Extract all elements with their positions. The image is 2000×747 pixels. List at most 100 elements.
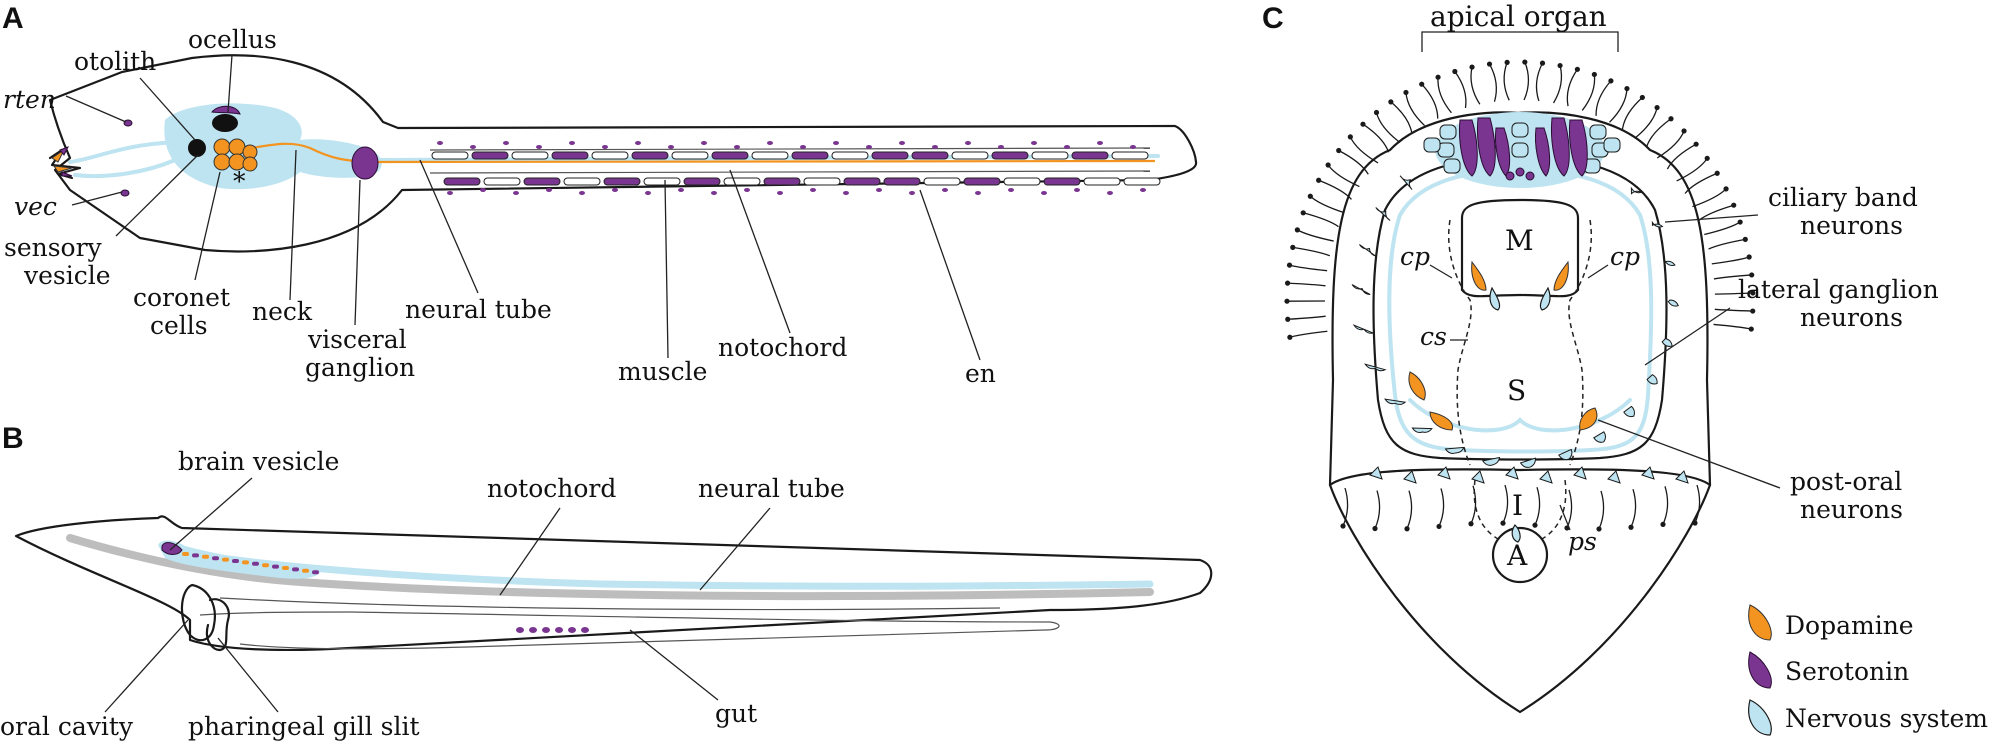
cilium-tip: [1714, 170, 1720, 176]
label-A: A: [1506, 539, 1528, 572]
ciliary-neuron: [1651, 220, 1664, 228]
cilium-tip: [1504, 59, 1510, 65]
cilium-tip: [1591, 71, 1597, 78]
notochord-cell: [883, 177, 921, 186]
cilium: [1292, 246, 1331, 257]
cilium: [1287, 315, 1326, 320]
brain-neuron: [292, 567, 299, 572]
label-en: en: [965, 359, 996, 388]
cilium-tip: [1668, 116, 1674, 122]
label-M: M: [1505, 224, 1534, 257]
notochord-cell: [843, 177, 881, 186]
cilium-tip: [1750, 308, 1756, 314]
cilium: [1523, 61, 1530, 101]
apical-serotonin-cells: [1459, 117, 1588, 181]
cilium-tip: [1347, 134, 1353, 140]
muscle-dot: [711, 191, 717, 195]
muscle-dot: [503, 141, 509, 145]
cilium: [1297, 229, 1334, 242]
muscle-dot: [470, 145, 476, 149]
brain-neuron: [262, 563, 269, 568]
cilia: [1284, 59, 1756, 532]
cilium: [1566, 489, 1573, 529]
cilium: [1405, 92, 1426, 127]
cilium: [1609, 88, 1628, 123]
label-gill-slit: pharingeal gill slit: [188, 712, 420, 741]
notochord-line-top: [429, 147, 1151, 151]
muscle-dot: [546, 188, 552, 192]
gut-cell: [568, 627, 576, 633]
muscle-dot: [602, 145, 608, 149]
cilium: [1535, 62, 1544, 102]
cilium: [1714, 308, 1753, 312]
notochord-cell: [591, 151, 629, 160]
cilium-tip: [1294, 227, 1300, 233]
label-otolith: otolith: [74, 47, 156, 76]
gut-serotonin-cells: [516, 627, 589, 633]
notochord-cell: [791, 151, 829, 160]
apical-cell: [1511, 142, 1529, 158]
muscle-dot: [513, 191, 519, 195]
cilium: [1362, 123, 1390, 153]
label-I: I: [1512, 489, 1523, 522]
notochord-cell: [1123, 177, 1161, 186]
cilium-tip: [1287, 334, 1293, 340]
cilium-tip: [1469, 64, 1475, 70]
cilium: [1595, 80, 1612, 116]
label-apical-organ: apical organ: [1430, 0, 1607, 33]
cilium: [1713, 274, 1752, 280]
ciliary-neuron: [1364, 363, 1387, 372]
label-ps: ps: [1568, 527, 1597, 556]
cilium-tip: [1436, 523, 1442, 530]
ciliary-neuron: [1384, 398, 1407, 405]
label-oral-cavity: oral cavity: [0, 712, 134, 741]
cilium: [1534, 486, 1541, 526]
adult-brain-vesicle: [158, 540, 321, 579]
adult-notochord: [66, 534, 1154, 601]
ciliary-neuron: [1573, 466, 1587, 480]
brain-neuron: [212, 556, 219, 561]
rten-cell: [123, 119, 133, 127]
muscle-dot: [635, 141, 641, 145]
ciliary-neuron: [1399, 175, 1413, 190]
label-S: S: [1507, 374, 1526, 407]
ciliary-neuron: [1661, 337, 1673, 347]
cilium: [1421, 83, 1439, 119]
ciliary-neuron: [1667, 299, 1679, 307]
cilium: [1645, 118, 1672, 148]
cilium: [1342, 487, 1349, 527]
apical-cell: [1423, 137, 1441, 153]
label-coronet-1: coronet: [133, 283, 230, 312]
legend-serotonin: Serotonin: [1785, 657, 1909, 686]
label-postoral-2: neurons: [1800, 495, 1903, 524]
notochord-cell: [551, 151, 589, 160]
label-cp-right: cp: [1610, 242, 1640, 271]
notochord-cell: [483, 177, 521, 186]
dopamine-neurons: [1408, 260, 1598, 431]
oral-cavity: [180, 583, 216, 642]
cilium-tip: [1468, 521, 1474, 527]
label-lateral-2: neurons: [1800, 303, 1903, 332]
panel-b: B brain vesicle notochord neural tube or…: [0, 422, 1213, 741]
notochord-cell: [1071, 151, 1109, 160]
label-visceral-1: visceral: [307, 325, 407, 354]
ciliary-neuron: [1375, 207, 1391, 221]
notochord-cells-bottom: [443, 177, 1161, 186]
notochord-cells-top: [431, 151, 1149, 160]
pilidium-outline: [1328, 111, 1712, 714]
notochord-cell: [631, 151, 669, 160]
notochord-cell: [911, 151, 949, 160]
label-cp-left: cp: [1400, 242, 1430, 271]
muscle-dot: [701, 141, 707, 145]
label-notochord-b: notochord: [487, 474, 616, 503]
cilium-tip: [1372, 525, 1378, 532]
label-vec: vec: [14, 192, 57, 221]
label-postoral-1: post-oral: [1790, 467, 1902, 496]
apical-cell: [1603, 137, 1621, 153]
muscle-dot: [744, 188, 750, 192]
muscle-dot: [767, 141, 773, 145]
muscle-dot: [1041, 191, 1047, 195]
notochord-cell: [871, 151, 909, 160]
notochord-cell: [723, 177, 761, 186]
